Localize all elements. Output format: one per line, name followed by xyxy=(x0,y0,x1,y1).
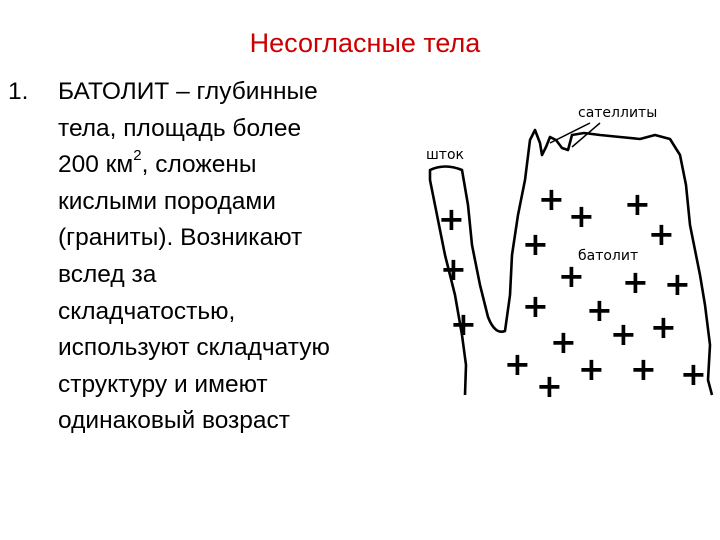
plus-sign: + xyxy=(630,350,657,388)
list-line-4: кислыми породами xyxy=(58,187,276,215)
list-line-3-end: , сложены xyxy=(141,151,257,179)
plus-sign: + xyxy=(586,291,613,329)
intrusion-outline xyxy=(428,128,714,396)
label-satellites: сателлиты xyxy=(578,105,657,121)
granite-symbols: + + + + + + + + + + + + + + + + + + + + xyxy=(438,180,707,405)
batholith-diagram-svg: сателлиты шток батолит + + + + + + + + +… xyxy=(426,105,714,405)
plus-sign: + xyxy=(624,185,651,223)
list-item-text: БАТОЛИТ – глубинные тела, площадь более … xyxy=(58,74,428,440)
list-line-9: структуру и имеют xyxy=(58,370,268,398)
label-stock: шток xyxy=(426,147,464,163)
list-line-8: используют складчатую xyxy=(58,334,330,362)
plus-sign: + xyxy=(568,197,595,235)
label-batholith: батолит xyxy=(578,248,638,264)
list-line-6: вслед за xyxy=(58,260,157,288)
plus-sign: + xyxy=(622,263,649,301)
list-line-3-start: 200 км xyxy=(58,151,134,179)
slide-title: Несогласные тела xyxy=(0,28,720,59)
plus-sign: + xyxy=(680,355,707,393)
plus-sign: + xyxy=(450,305,477,343)
plus-sign: + xyxy=(522,225,549,263)
plus-sign: + xyxy=(536,367,563,405)
list-line-3: 200 км2, сложены xyxy=(58,147,428,184)
plus-sign: + xyxy=(610,315,637,353)
batholith-diagram: сателлиты шток батолит + + + + + + + + +… xyxy=(400,95,720,405)
plus-sign: + xyxy=(522,287,549,325)
plus-sign: + xyxy=(438,200,465,238)
list-line-10: одинаковый возраст xyxy=(58,407,291,435)
list-item-number: 1. xyxy=(8,78,29,105)
plus-sign: + xyxy=(648,215,675,253)
list-line-1-rest: – глубинные xyxy=(169,78,318,105)
superscript-2: 2 xyxy=(133,147,142,165)
plus-sign: + xyxy=(538,180,565,218)
plus-sign: + xyxy=(558,257,585,295)
list-line-2: тела, площадь более xyxy=(58,114,302,142)
slide-title-text: Несогласные тела xyxy=(249,28,481,58)
list-line-5: (граниты). Возникают xyxy=(58,224,303,252)
satellite-pointer-1 xyxy=(549,122,591,144)
term-batholith: БАТОЛИТ xyxy=(58,78,170,105)
list-line-1: БАТОЛИТ – глубинные xyxy=(58,74,428,111)
plus-sign: + xyxy=(550,323,577,361)
plus-sign: + xyxy=(504,345,531,383)
satellite-pointer-2 xyxy=(571,122,601,148)
plus-sign: + xyxy=(578,350,605,388)
list-line-7: складчатостью, xyxy=(58,297,236,325)
plus-sign: + xyxy=(664,265,691,303)
plus-sign: + xyxy=(440,250,467,288)
plus-sign: + xyxy=(650,308,677,346)
